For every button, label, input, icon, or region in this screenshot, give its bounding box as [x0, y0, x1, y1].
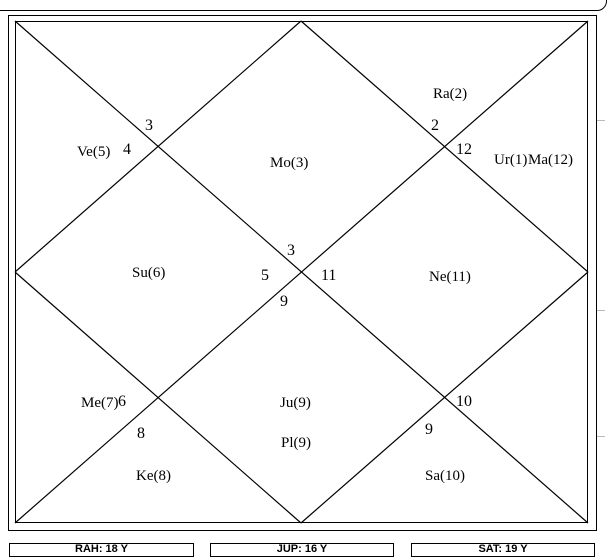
tab-label: SAT: 19 Y: [478, 543, 528, 555]
sign-number: 12: [456, 141, 472, 158]
planet-label: Sa(10): [425, 468, 465, 484]
sign-number: 11: [321, 267, 337, 284]
planet-label: Me(7): [81, 395, 119, 411]
planet-label: Ju(9): [280, 395, 311, 411]
tab-label: RAH: 18 Y: [75, 543, 128, 555]
sign-number: 9: [280, 293, 288, 310]
planet-label: Ra(2): [433, 86, 468, 102]
sign-number: 8: [137, 425, 145, 442]
sign-number: 9: [425, 421, 433, 438]
planet-label: Ur(1): [494, 152, 528, 168]
sign-number: 5: [261, 267, 269, 284]
chart-diagonal-anti: [14, 20, 589, 524]
sign-number: 3: [145, 117, 153, 134]
chart-diamond-edge-top-right: [300, 20, 589, 273]
tab-label: JUP: 16 Y: [276, 543, 328, 555]
planet-label: Ma(12): [528, 152, 573, 168]
planet-label: Mo(3): [270, 155, 309, 171]
chart-diamond-edge-bottom-left: [14, 271, 302, 524]
planet-label: Ke(8): [136, 468, 171, 484]
side-divider: [597, 120, 605, 121]
chart-diamond-edge-top-left: [14, 20, 302, 273]
sign-number: 2: [431, 117, 439, 134]
sign-number: 10: [456, 393, 472, 410]
sign-number: 3: [287, 242, 295, 259]
chart-outer-border: [8, 15, 597, 531]
tab-saturn-dasha[interactable]: SAT: 19 Y: [411, 543, 595, 557]
tab-jupiter-dasha[interactable]: JUP: 16 Y: [210, 543, 394, 557]
planet-label: Ve(5): [77, 144, 111, 160]
sign-number: 4: [123, 141, 131, 158]
side-divider: [597, 436, 605, 437]
chart-diamond-edge-bottom-right: [300, 271, 589, 524]
planet-label: Su(6): [132, 265, 166, 281]
sign-number: 6: [118, 393, 126, 410]
tab-rahu-dasha[interactable]: RAH: 18 Y: [9, 543, 194, 557]
planet-label: Pl(9): [281, 435, 311, 451]
side-divider: [597, 310, 605, 311]
planet-label: Ne(11): [429, 269, 471, 285]
